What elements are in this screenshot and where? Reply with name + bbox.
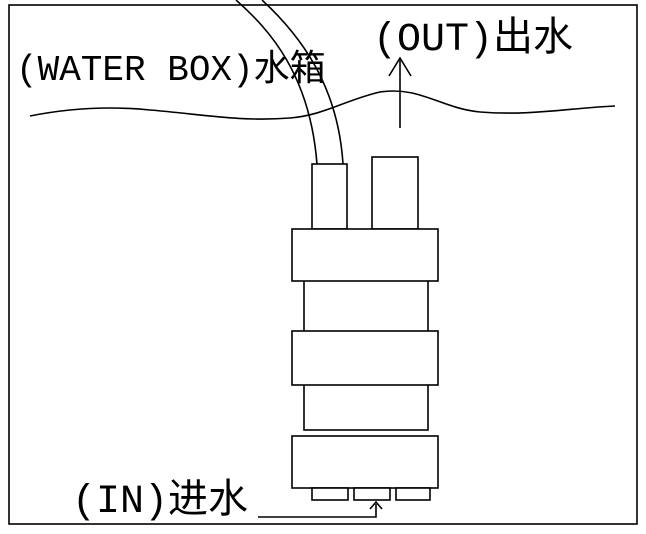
power-cable-1 — [235, 0, 318, 165]
inlet-foot-middle — [353, 487, 391, 501]
water-box-label: (WATER BOX)水箱 — [16, 48, 326, 91]
outlet-tube — [371, 156, 419, 230]
in-arrow-leader — [258, 504, 377, 518]
pump-top-band — [291, 228, 439, 282]
pump-bottom-band — [291, 435, 439, 489]
water-surface-line — [29, 90, 616, 120]
frame-border — [8, 4, 638, 525]
inlet-foot-left — [311, 487, 349, 501]
pump-middle-band — [291, 330, 439, 386]
in-arrow-head — [369, 500, 383, 510]
inlet-foot-right — [395, 487, 431, 501]
cable-inlet-tube — [311, 163, 348, 230]
in-label: (IN)进水 — [72, 478, 248, 525]
out-arrow-head — [388, 56, 412, 77]
out-label: (OUT)出水 — [373, 16, 573, 63]
power-cable-2 — [261, 0, 344, 165]
